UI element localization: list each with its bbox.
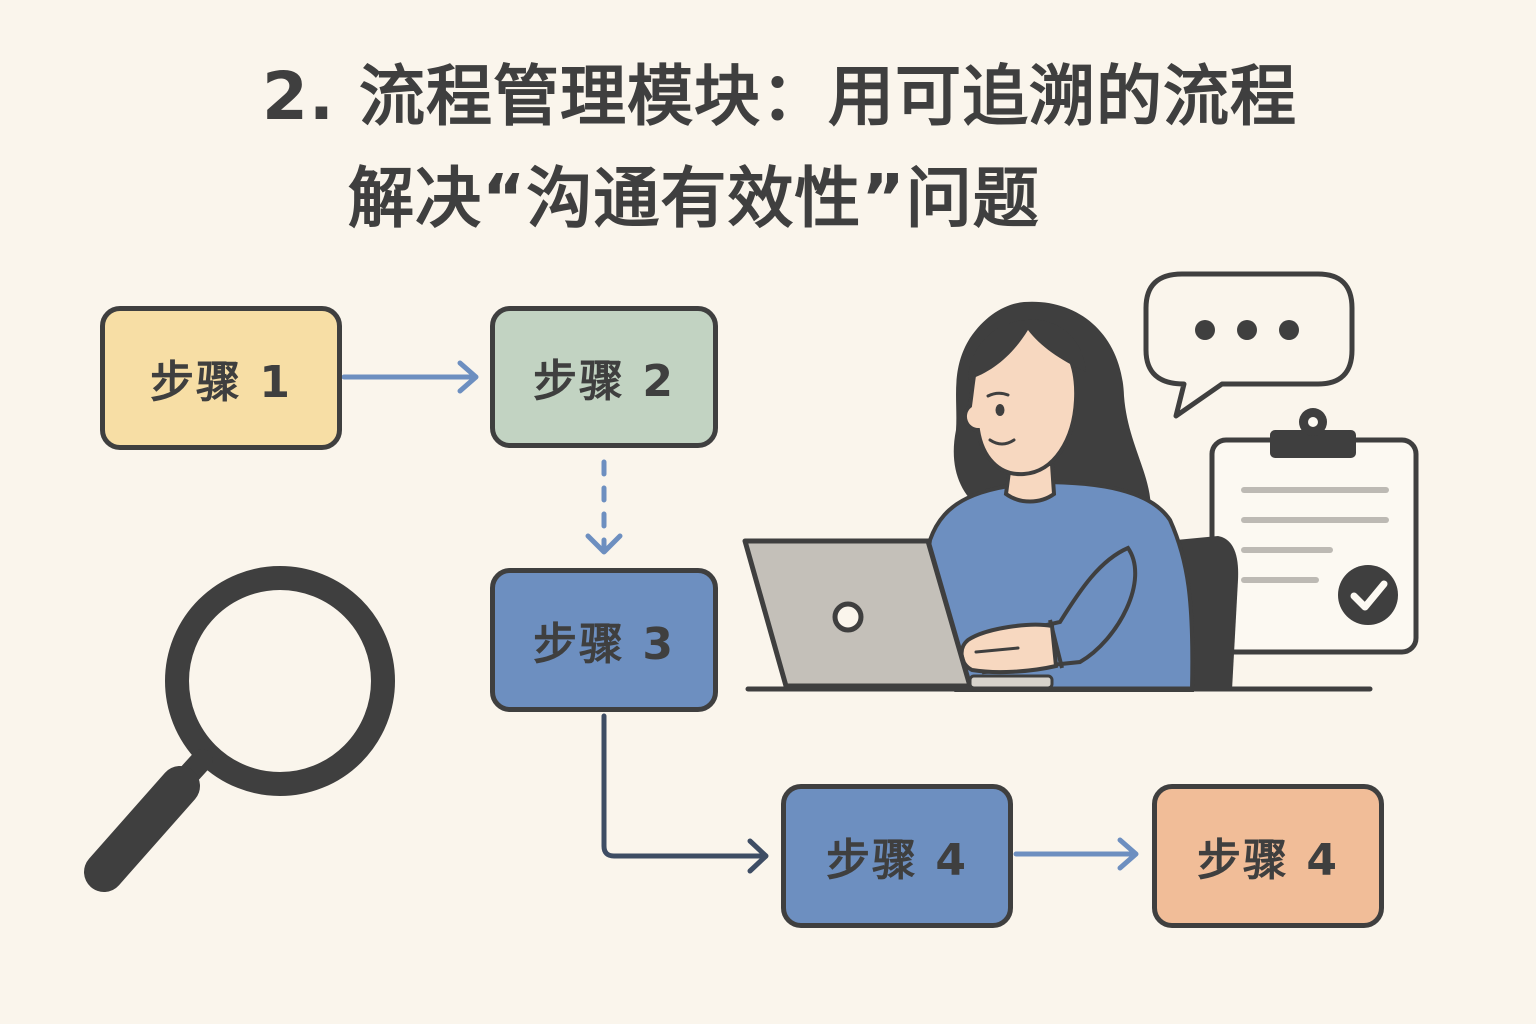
arrow-step2-to-step3-dashed — [585, 459, 623, 555]
step-label: 步骤 4 — [1197, 835, 1339, 886]
check-icon — [1338, 565, 1398, 625]
step-box-4: 步骤 4 — [781, 784, 1013, 928]
step-label: 步骤 1 — [150, 357, 292, 408]
step-label: 步骤 2 — [533, 356, 675, 407]
step-box-3: 步骤 3 — [490, 568, 718, 712]
page-title-line-1: 2. 流程管理模块：用可追溯的流程 — [262, 58, 1297, 135]
step-box-5: 步骤 4 — [1152, 784, 1384, 928]
arrow-step4-to-step5 — [1013, 837, 1139, 871]
arrow-step1-to-step2 — [341, 360, 479, 394]
step-box-1: 步骤 1 — [100, 306, 342, 450]
step-label: 步骤 4 — [826, 835, 968, 886]
page-title-line-2: 解决“沟通有效性”问题 — [348, 160, 1040, 237]
step-box-2: 步骤 2 — [490, 306, 718, 448]
step-label: 步骤 3 — [533, 619, 675, 670]
arrow-step3-to-step4 — [601, 713, 769, 874]
